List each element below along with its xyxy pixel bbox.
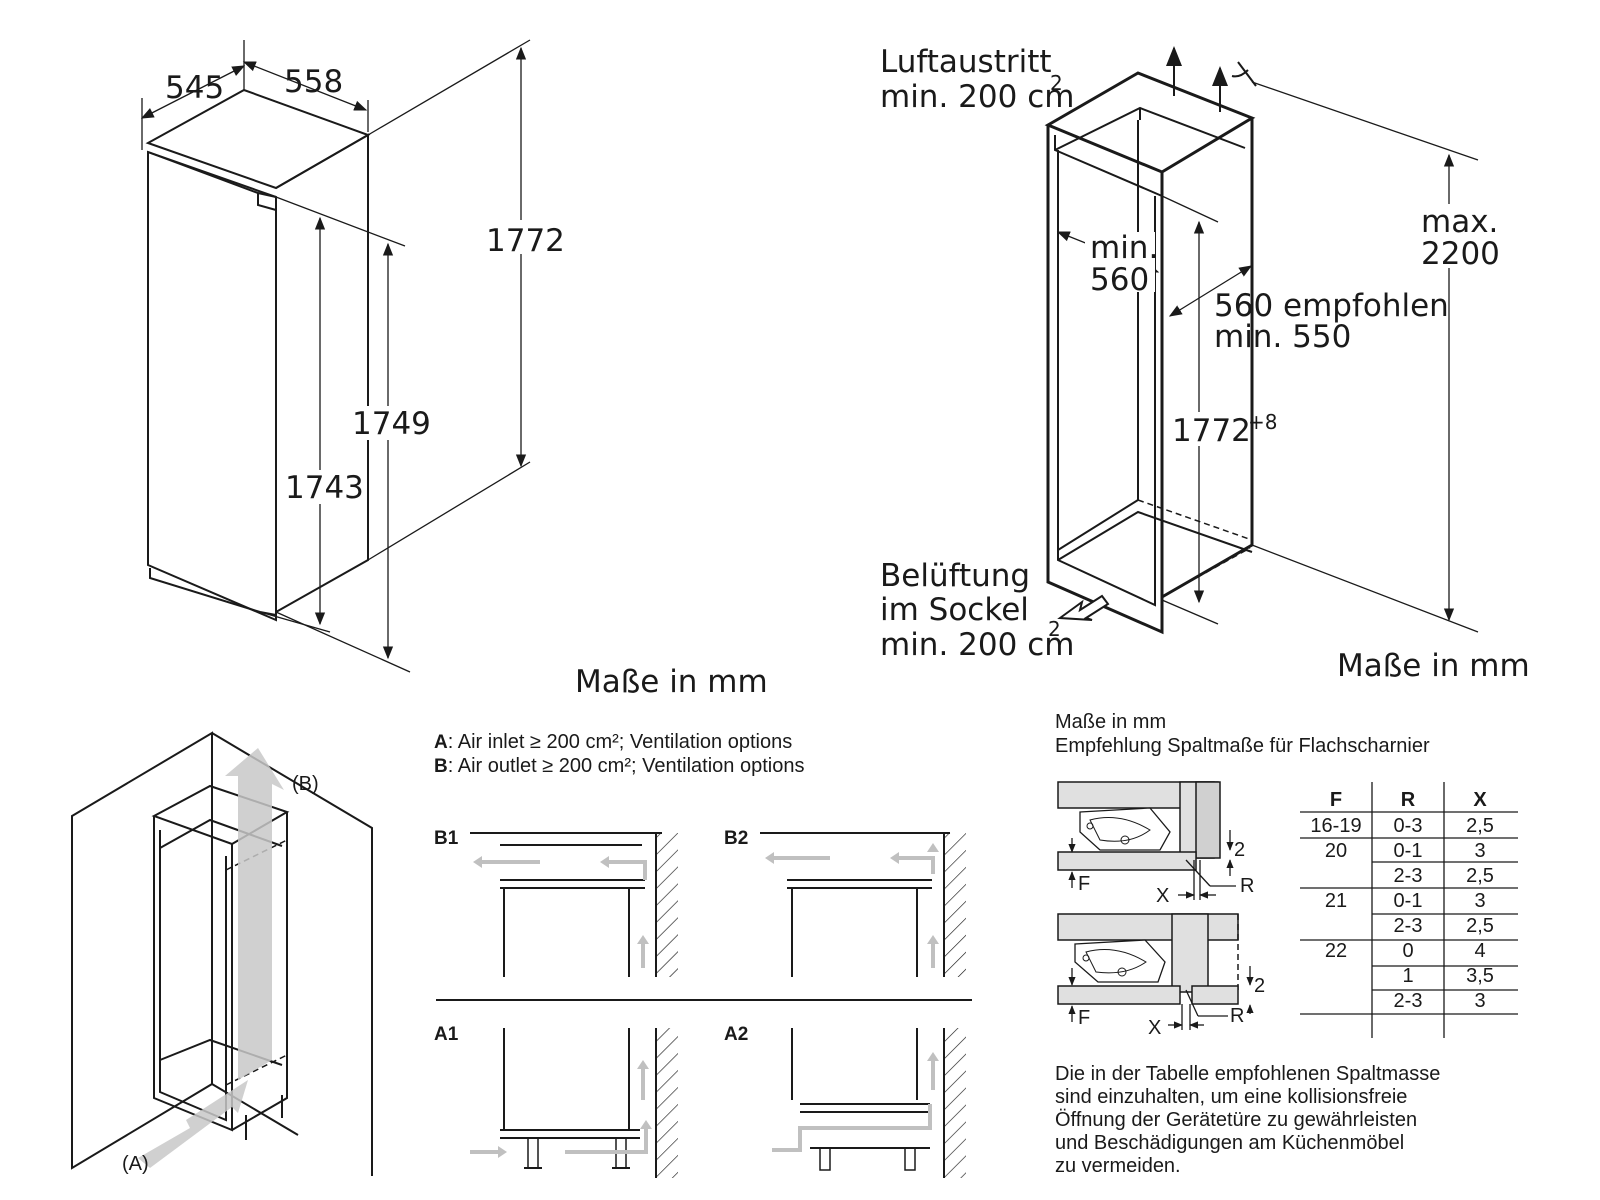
table-cell: 2,5 (1466, 815, 1494, 837)
panel-b1-label: B1 (434, 828, 459, 849)
table-header-r: R (1401, 789, 1416, 811)
hinge1-label-x: X (1156, 885, 1169, 907)
table-cell: 22 (1325, 940, 1347, 962)
vent-line3: min. 200 cm (880, 627, 1074, 663)
air-outlet-sup: 2 (1050, 71, 1063, 95)
hinge-note-line5: zu vermeiden. (1055, 1155, 1181, 1177)
table-cell: 3 (1474, 890, 1485, 912)
air-outlet-line1: Luftaustritt (880, 44, 1052, 80)
legend-b: B: Air outlet ≥ 200 cm²; Ventilation opt… (434, 755, 804, 777)
appliance-dimension-figure: 545 558 1772 1749 1743 Maße in mm (140, 39, 768, 700)
table-cell: 2,5 (1466, 915, 1494, 937)
vent-line1: Belüftung (880, 558, 1030, 594)
label-a: (A) (122, 1153, 149, 1175)
vent-line2: im Sockel (880, 592, 1029, 628)
hinge-note-line3: Öffnung der Gerätetüre zu gewährleisten (1055, 1109, 1417, 1131)
units-label-fig2: Maße in mm (1337, 648, 1530, 684)
hinge2-label-f: F (1078, 1007, 1090, 1029)
depth-line1: 560 empfohlen (1214, 288, 1449, 324)
dim-558: 558 (284, 64, 343, 100)
vent-sup: 2 (1048, 617, 1061, 641)
min560-line1: min. (1090, 230, 1158, 266)
table-cell: 3 (1474, 840, 1485, 862)
niche-dimension-figure: Luftaustritt min. 200 cm 2 min. 560 560 … (880, 44, 1530, 684)
max-height-line2: 2200 (1421, 236, 1500, 272)
units-label-fig1: Maße in mm (575, 664, 768, 700)
hinge2-label-2: 2 (1254, 975, 1265, 997)
panel-a1-label: A1 (434, 1024, 459, 1045)
table-cell: 2-3 (1394, 865, 1423, 887)
table-cell: 20 (1325, 840, 1347, 862)
ventilation-options-figure: A: Air inlet ≥ 200 cm²; Ventilation opti… (434, 731, 972, 1178)
dim-1772: 1772 (486, 223, 565, 259)
hinge-gap-table: F R X 16-19 0-3 2,5 20 0-1 3 2-3 2,5 21 0-1 3 2-3 2,… (1300, 782, 1518, 1038)
label-b: (B) (292, 773, 319, 795)
hinge-drawing-1: 2 F X R (1057, 781, 1254, 907)
table-cell: 0 (1402, 940, 1413, 962)
hinge-note-line1: Die in der Tabelle empfohlenen Spaltmass… (1055, 1063, 1440, 1085)
hinge1-label-r: R (1240, 875, 1254, 897)
air-outlet-line2: min. 200 cm (880, 79, 1074, 115)
depth-line2: min. 550 (1214, 319, 1351, 355)
hinge1-label-2: 2 (1234, 839, 1245, 861)
dim-545: 545 (165, 70, 224, 106)
table-header-f: F (1330, 789, 1342, 811)
table-cell: 16-19 (1310, 815, 1361, 837)
table-cell: 2-3 (1394, 990, 1423, 1012)
table-cell: 0-3 (1394, 815, 1423, 837)
dim-1743: 1743 (285, 470, 364, 506)
hinge-title-line1: Maße in mm (1055, 711, 1166, 733)
table-cell: 0-1 (1394, 890, 1423, 912)
airflow-perspective-figure: (B) (A) (71, 731, 373, 1176)
table-cell: 3,5 (1466, 965, 1494, 987)
table-cell: 1 (1402, 965, 1413, 987)
hinge-note-line2: sind einzuhalten, um eine kollisionsfrei… (1055, 1086, 1407, 1108)
hinge-gap-figure: Maße in mm Empfehlung Spaltmaße für Flac… (1055, 711, 1518, 1177)
max-height-line1: max. (1421, 204, 1498, 240)
hinge2-label-x: X (1148, 1017, 1161, 1039)
niche-height: 1772 (1172, 413, 1251, 449)
panel-a2-label: A2 (724, 1024, 748, 1045)
table-cell: 0-1 (1394, 840, 1423, 862)
table-header-x: X (1473, 789, 1487, 811)
table-cell: 2-3 (1394, 915, 1423, 937)
table-cell: 21 (1325, 890, 1347, 912)
panel-b2-label: B2 (724, 828, 748, 849)
hinge1-label-f: F (1078, 873, 1090, 895)
table-cell: 2,5 (1466, 865, 1494, 887)
dim-1749: 1749 (352, 406, 431, 442)
hinge-drawing-2: 2 F X R (1057, 913, 1265, 1039)
table-cell: 4 (1474, 940, 1485, 962)
hinge-title-line2: Empfehlung Spaltmaße für Flachscharnier (1055, 735, 1430, 757)
niche-height-tolerance: +8 (1248, 410, 1277, 434)
table-cell: 3 (1474, 990, 1485, 1012)
min560-line2: 560 (1090, 262, 1149, 298)
legend-a: A: Air inlet ≥ 200 cm²; Ventilation opti… (434, 731, 792, 753)
hinge2-label-r: R (1230, 1005, 1244, 1027)
hinge-note-line4: und Beschädigungen am Küchenmöbel (1055, 1132, 1404, 1154)
